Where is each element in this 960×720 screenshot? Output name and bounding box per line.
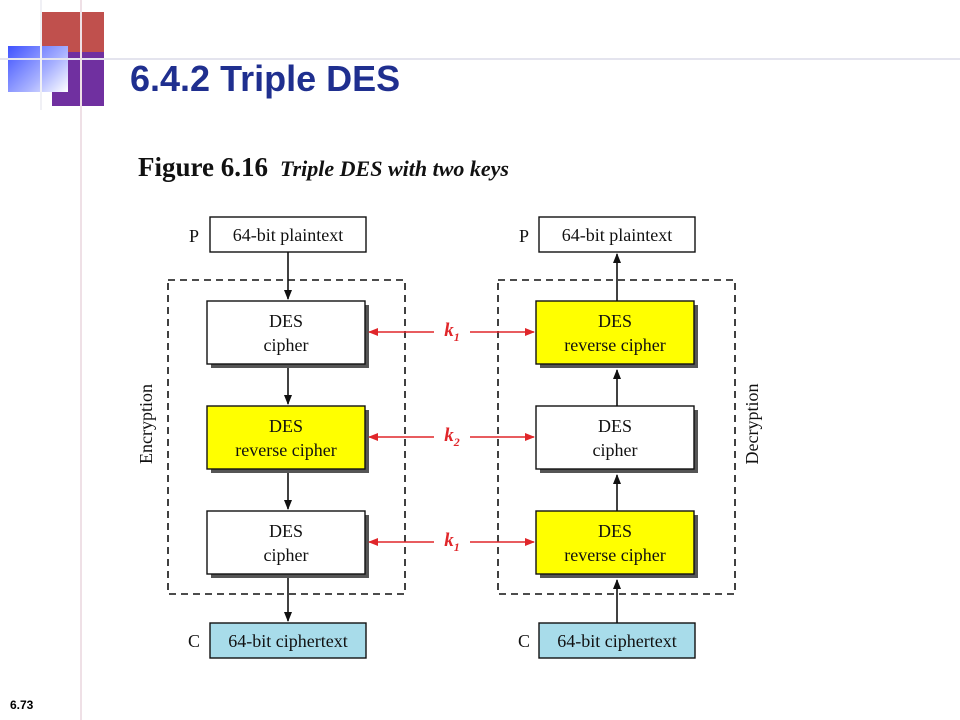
- page-number: 6.73: [10, 698, 34, 712]
- key-1-subscript: 1: [454, 330, 460, 344]
- enc-stage-1-box: [206, 300, 366, 365]
- enc-stage-1-line1: DES: [269, 311, 303, 331]
- dec-ciphertext-box: [538, 622, 696, 659]
- figure-number: Figure 6.16: [138, 152, 268, 182]
- dec-stage-1-box: [535, 300, 695, 365]
- figure-caption: Figure 6.16 Triple DES with two keys: [138, 152, 509, 183]
- key-2-label: k2: [444, 425, 460, 449]
- key-3-label: k1: [444, 530, 460, 554]
- key-1-label: k1: [444, 320, 460, 344]
- dec-ciphertext-label: 64-bit ciphertext: [557, 631, 676, 651]
- dec-stage-2-line1: DES: [598, 416, 632, 436]
- key-3-subscript: 1: [454, 540, 460, 554]
- enc-stage-3-box: [206, 510, 366, 575]
- enc-stage-1-line2: cipher: [264, 335, 309, 355]
- enc-stage-2-line1: DES: [269, 416, 303, 436]
- enc-output-letter: C: [188, 631, 200, 651]
- page-title: 6.4.2 Triple DES: [130, 58, 401, 99]
- corner-decoration-hline: [0, 58, 960, 60]
- key-2-letter: k: [444, 425, 454, 446]
- enc-stage-2-box: [206, 405, 366, 470]
- dec-plaintext-box: [538, 216, 696, 253]
- enc-input-letter: P: [189, 226, 199, 246]
- corner-decoration-vline-2: [40, 0, 42, 110]
- dec-stage-3-box: [535, 510, 695, 575]
- enc-ciphertext-box: [209, 622, 367, 659]
- decryption-side-label: Decryption: [742, 384, 762, 465]
- dec-plaintext-label: 64-bit plaintext: [562, 225, 672, 245]
- enc-ciphertext-label: 64-bit ciphertext: [228, 631, 347, 651]
- dec-stage-3-line1: DES: [598, 521, 632, 541]
- dec-stage-2-box: [535, 405, 695, 470]
- encryption-side-label: Encryption: [136, 384, 156, 464]
- enc-stage-2-line2: reverse cipher: [235, 440, 336, 460]
- dec-stage-2-line2: cipher: [593, 440, 638, 460]
- dec-input-letter: C: [518, 631, 530, 651]
- dec-output-letter: P: [519, 226, 529, 246]
- key-2-subscript: 2: [453, 435, 460, 449]
- corner-decoration-vline: [80, 0, 82, 720]
- key-1-letter: k: [444, 320, 454, 341]
- enc-plaintext-label: 64-bit plaintext: [233, 225, 343, 245]
- enc-stage-3-line1: DES: [269, 521, 303, 541]
- key-3-letter: k: [444, 530, 454, 551]
- enc-stage-3-line2: cipher: [264, 545, 309, 565]
- dec-stage-3-line2: reverse cipher: [564, 545, 665, 565]
- corner-decoration-blue-gradient: [8, 46, 68, 92]
- figure-title: Triple DES with two keys: [280, 156, 509, 181]
- dec-stage-1-line1: DES: [598, 311, 632, 331]
- dec-stage-1-line2: reverse cipher: [564, 335, 665, 355]
